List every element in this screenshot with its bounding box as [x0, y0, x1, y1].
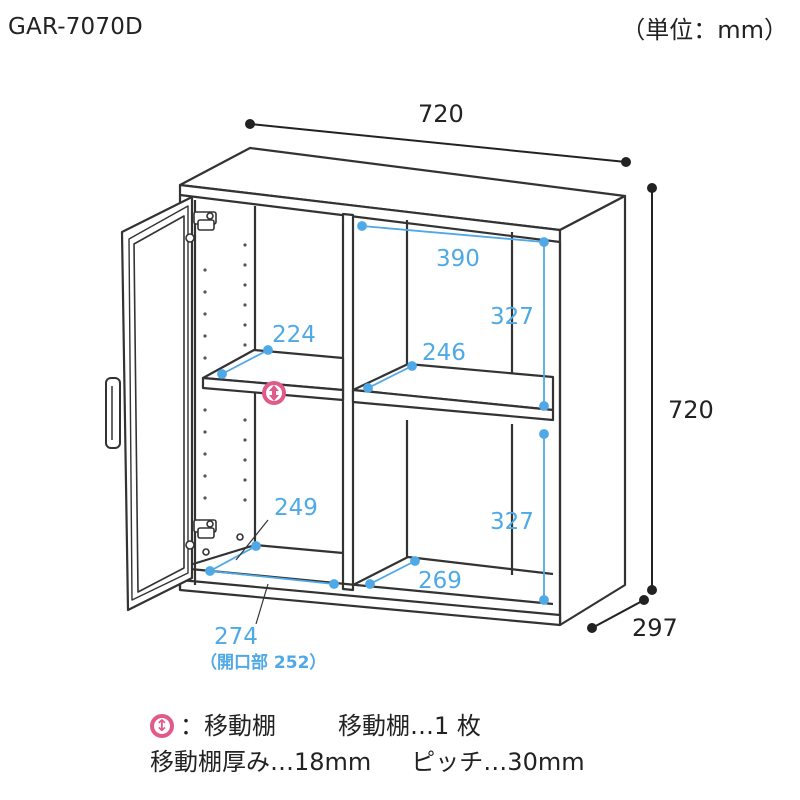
shelf-pin-holes [203, 243, 247, 502]
shelf-width-left: 224 [272, 322, 316, 348]
movable-shelf-marker [262, 381, 286, 405]
door-frame [120, 195, 194, 612]
movable-shelf-icon [150, 712, 174, 740]
door [105, 195, 194, 612]
upper-compartment-height: 327 [490, 304, 534, 330]
depth-dimension: 297 [632, 614, 678, 642]
model-number: GAR-7070D [8, 14, 143, 40]
legend: ：移動棚 移動棚…1 枚 移動棚厚み…18mm ピッチ…30mm [150, 708, 585, 780]
legend-row-1: ：移動棚 移動棚…1 枚 [150, 708, 585, 744]
center-divider [341, 212, 355, 592]
door-handle [105, 377, 121, 449]
width-dimension: 720 [418, 100, 464, 128]
legend-row-2: 移動棚厚み…18mm ピッチ…30mm [150, 744, 585, 780]
interior-dimensions [205, 221, 549, 605]
leader-lines [235, 519, 269, 625]
opening-note: （開口部 252） [200, 652, 326, 673]
height-dimension: 720 [668, 396, 714, 424]
legend-shelf-thickness: 移動棚厚み…18mm [150, 748, 372, 776]
bottom-depth-right: 269 [418, 568, 462, 594]
right-side [558, 194, 627, 627]
shelf-depth-right: 246 [422, 340, 466, 366]
legend-pitch: ピッチ…30mm [411, 748, 585, 776]
hinges [185, 211, 244, 556]
legend-shelf-count: 移動棚…1 枚 [338, 712, 481, 740]
cabinet-outline [178, 146, 627, 627]
outer-dimensions [245, 119, 657, 633]
unit-label: （単位：mm） [621, 16, 788, 44]
shelf-width-right: 390 [436, 246, 480, 272]
lower-compartment-height: 327 [490, 509, 534, 535]
bottom-width-left: 274 [214, 624, 258, 650]
legend-mark-label: ：移動棚 [180, 712, 276, 740]
bottom-depth-left: 249 [274, 495, 318, 521]
